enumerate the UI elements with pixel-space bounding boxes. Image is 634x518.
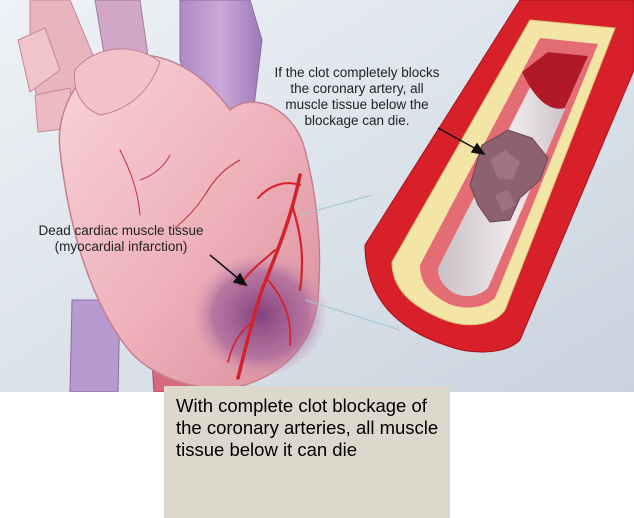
dead-tissue-callout: Dead cardiac muscle tissue (myocardial i… [38,223,204,254]
dead-tissue-region [192,253,328,377]
clot-blockage-callout: If the clot completely blocks the corona… [274,65,440,128]
coronary-arteries [119,149,304,380]
artery-cross-section [364,0,634,353]
caption-text: With complete clot blockage of the coron… [176,395,439,460]
caption-box: With complete clot blockage of the coron… [164,386,450,518]
zoom-lines [299,194,401,331]
pointer-arrows [209,127,486,287]
heart-attack-illustration [0,0,634,392]
